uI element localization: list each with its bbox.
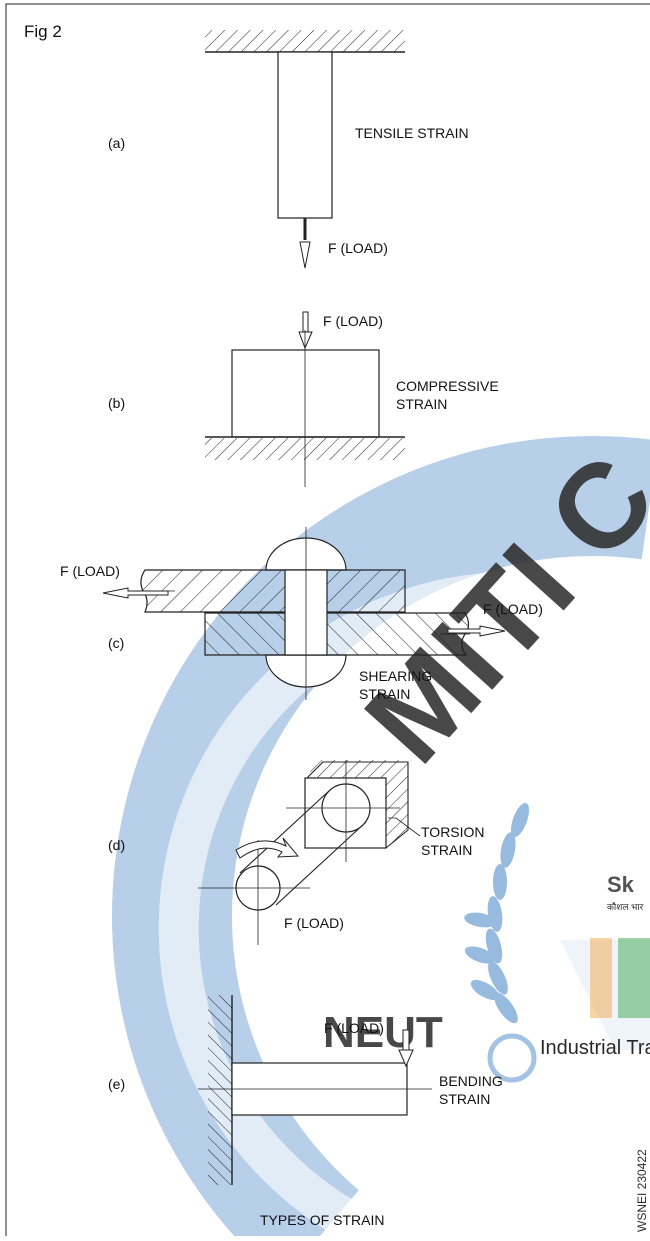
fixed-wall-left bbox=[208, 995, 232, 1185]
load-arrow-right bbox=[447, 625, 506, 637]
torque-arrow bbox=[235, 837, 300, 859]
panel-b-title-line1: COMPRESSIVE bbox=[396, 378, 499, 394]
panel-c-shearing: (c) F (LOAD) F (LOAD) SHEARING STRAIN bbox=[60, 527, 543, 702]
panel-e-title-line1: BENDING bbox=[439, 1073, 503, 1089]
panel-a-load-label: F (LOAD) bbox=[328, 240, 388, 256]
watermark-skill-text: Sk bbox=[607, 872, 635, 897]
drawing-code: WSNEI 230422 bbox=[635, 1149, 649, 1232]
panel-d-load-label: F (LOAD) bbox=[284, 915, 344, 931]
panel-a-tensile: (a) TENSILE STRAIN F (LOAD) bbox=[108, 30, 469, 269]
panel-b-title-line2: STRAIN bbox=[396, 396, 447, 412]
panel-d-title-line1: TORSION bbox=[421, 824, 485, 840]
panel-a-tag: (a) bbox=[108, 135, 125, 151]
panel-d-title-line2: STRAIN bbox=[421, 842, 472, 858]
panel-e-title-line2: STRAIN bbox=[439, 1091, 490, 1107]
fixed-support-bottom bbox=[205, 438, 405, 460]
watermark-side-text: Industrial Tra bbox=[540, 1037, 650, 1059]
watermark-orange-bar bbox=[590, 938, 612, 1018]
bottom-plate bbox=[204, 612, 470, 656]
panel-a-title: TENSILE STRAIN bbox=[355, 125, 469, 141]
figure-caption: TYPES OF STRAIN bbox=[260, 1212, 384, 1228]
fixed-support-top bbox=[205, 30, 405, 52]
watermark-hindi-text: कौशल भार bbox=[607, 901, 644, 912]
panel-b-compressive: (b) COMPRESSIVE STRAIN F (LOAD) bbox=[108, 311, 499, 487]
panel-c-load-left: F (LOAD) bbox=[60, 563, 120, 579]
panel-c-title-line1: SHEARING bbox=[359, 668, 432, 684]
panel-e-tag: (e) bbox=[108, 1076, 125, 1092]
top-plate bbox=[140, 569, 406, 613]
figure-frame bbox=[5, 3, 650, 1241]
figure-label: Fig 2 bbox=[24, 22, 62, 41]
load-arrow-down bbox=[398, 1049, 414, 1068]
compressive-block bbox=[231, 349, 380, 438]
panel-b-load-label: F (LOAD) bbox=[323, 313, 383, 329]
watermark-green-bar bbox=[618, 938, 650, 1018]
panel-e-load-label: F (LOAD) bbox=[324, 1020, 384, 1036]
panel-b-tag: (b) bbox=[108, 395, 125, 411]
panel-c-load-right: F (LOAD) bbox=[483, 601, 543, 617]
panel-d-tag: (d) bbox=[108, 837, 125, 853]
panel-c-tag: (c) bbox=[108, 635, 124, 651]
load-arrow-down bbox=[299, 241, 311, 269]
load-arrow-left bbox=[102, 587, 169, 599]
panel-c-title-line2: STRAIN bbox=[359, 686, 410, 702]
watermark-center-text: NEUT bbox=[323, 1008, 443, 1057]
load-arrow-down bbox=[298, 331, 313, 350]
tensile-bar bbox=[277, 51, 333, 219]
panel-e-bending: (e) F (LOAD) BENDING STRAIN bbox=[108, 995, 503, 1185]
panel-d-torsion: (d) TORSION STRAIN F (LOAD) bbox=[108, 760, 485, 945]
watermark-laurel bbox=[464, 802, 530, 1024]
